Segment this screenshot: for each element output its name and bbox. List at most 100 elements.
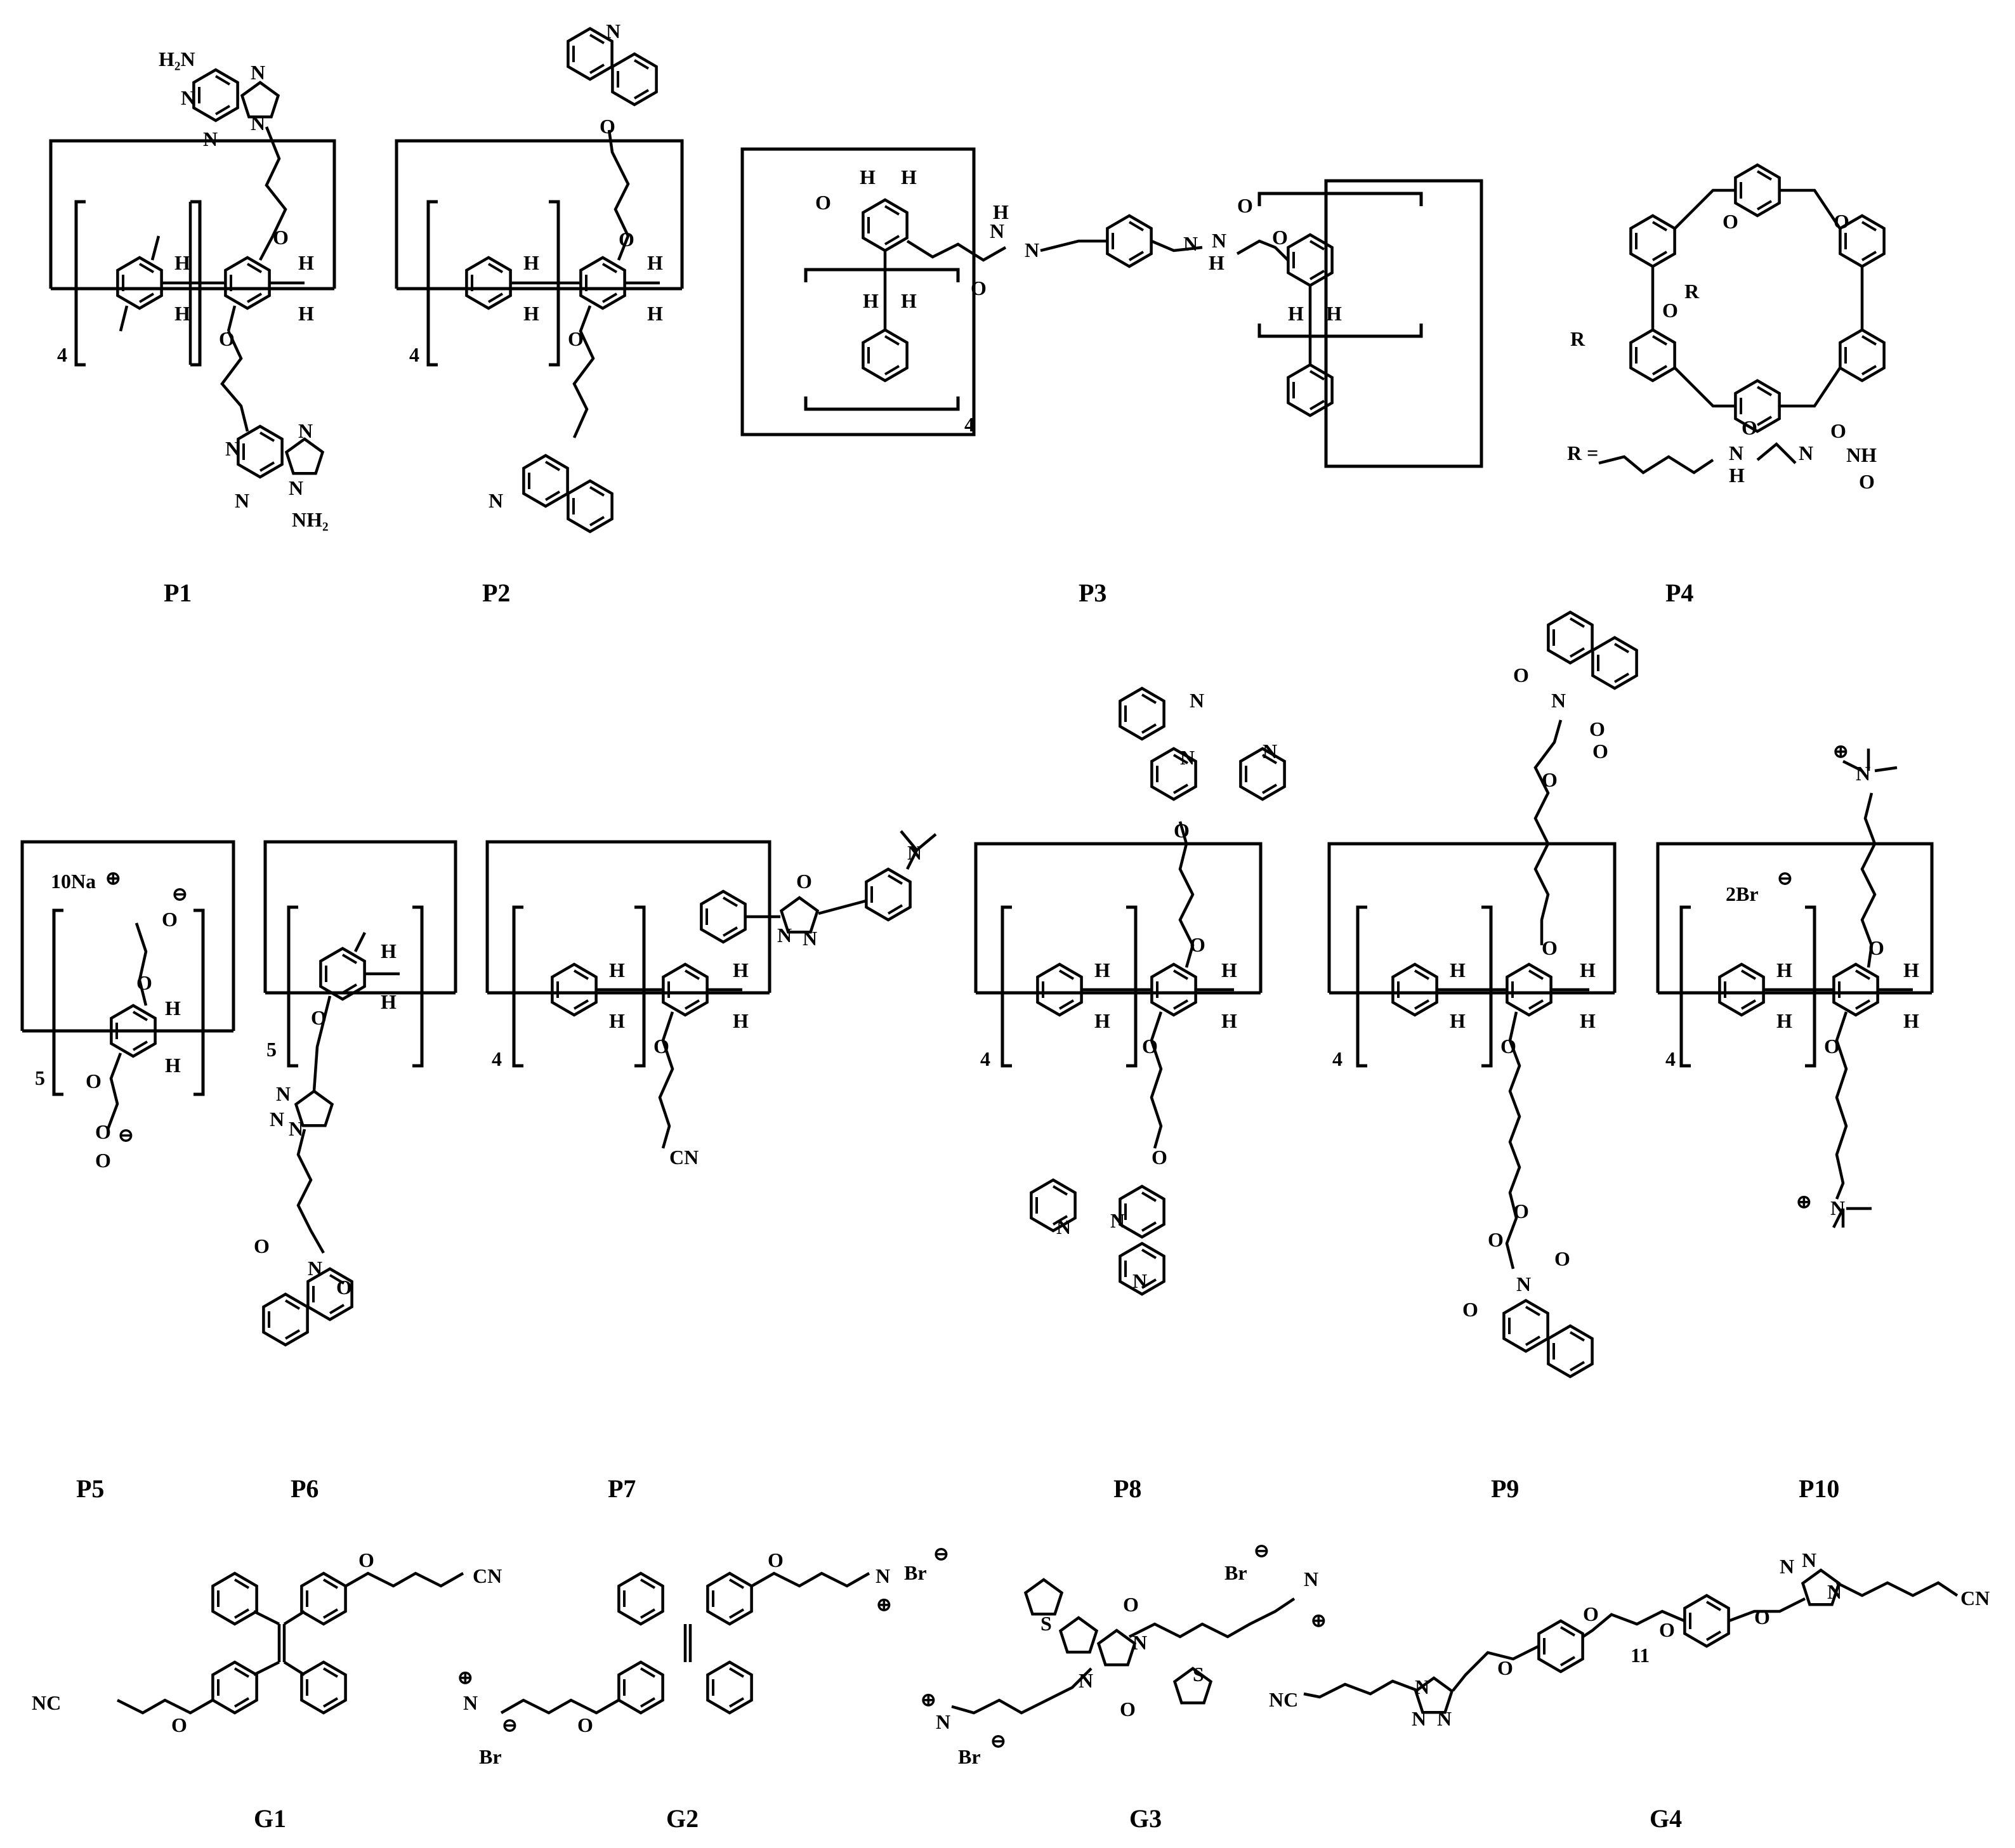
p6-atom: O (336, 1276, 352, 1299)
g4-atom: N (1780, 1555, 1794, 1578)
g3-atom: Br (1224, 1561, 1247, 1584)
p10-atom: O (1868, 936, 1884, 959)
p1-atom: N (203, 128, 218, 150)
p1-atom: N (235, 489, 249, 512)
p3-atom: H (901, 166, 917, 188)
g3-atom: O (1120, 1698, 1136, 1720)
g3-atom: S (1193, 1663, 1204, 1686)
p10-label: P10 (1799, 1474, 1839, 1503)
compound-p9: O N O O O O H H H H O O O O N O 4 P9 (1327, 612, 1637, 1503)
p9-repeat-count: 4 (1332, 1047, 1342, 1070)
g4-atom: O (1754, 1606, 1770, 1628)
p8-atom: N (1110, 1209, 1125, 1232)
g2-atom: Br (479, 1745, 502, 1768)
p7-atom: CN (669, 1146, 699, 1169)
compound-p8: N N N O O H H H H O O N N N 4 P8 (974, 688, 1285, 1503)
g2-atom: N (463, 1691, 478, 1714)
g4-atom: N (1412, 1707, 1426, 1730)
p2-atom: O (600, 115, 615, 138)
p3-atom: H (1209, 251, 1224, 274)
p8-atom: N (1263, 740, 1277, 763)
p4-atom: N (1729, 442, 1743, 464)
p6-atom: H (381, 940, 397, 962)
p1-atom: O (273, 226, 289, 249)
p4-atom: N (1799, 442, 1813, 464)
p9-atom: H (1450, 959, 1466, 981)
p3-atom: H (901, 289, 917, 312)
g4-atom: O (1497, 1656, 1513, 1679)
p3-atom: N (1212, 229, 1226, 252)
p10-atom: N (1830, 1196, 1845, 1219)
p4-atom: O (1742, 416, 1757, 439)
g3-atom: Br (958, 1745, 981, 1768)
p3-repeat-count: 4 (964, 413, 975, 436)
g3-atom: N (1304, 1568, 1318, 1590)
g2-atom: O (577, 1714, 593, 1736)
p9-atom: O (1554, 1247, 1570, 1270)
g4-atom: N (1415, 1675, 1429, 1698)
g4-atom: N (1827, 1580, 1842, 1603)
p10-atom: 2Br (1726, 882, 1759, 905)
p3-atom: H (1326, 302, 1342, 325)
p7-atom: N (803, 927, 817, 950)
p8-atom: N (1056, 1216, 1071, 1238)
p6-atom: N (289, 1117, 303, 1140)
compound-p7: N O N N H H H H O CN 4 P7 (485, 830, 937, 1503)
g4-atom: NC (1269, 1688, 1298, 1711)
g3-charge: ⊖ (990, 1729, 1007, 1752)
p9-atom: H (1450, 1009, 1466, 1032)
g3-atom: N (936, 1710, 950, 1733)
p1-amine-group: H₂N (159, 48, 195, 70)
p9-atom: O (1513, 1200, 1529, 1222)
p2-atom: H (647, 251, 663, 274)
g2-label: G2 (666, 1804, 699, 1833)
p9-atom: O (1513, 664, 1529, 686)
g2-atom: N (876, 1564, 890, 1587)
p5-repeat-count: 5 (35, 1066, 45, 1089)
p6-atom: N (270, 1108, 284, 1130)
p7-atom: O (796, 870, 812, 893)
p10-charge: ⊖ (1776, 867, 1794, 889)
p10-charge: ⊕ (1795, 1190, 1813, 1213)
p1-atom: N (289, 476, 303, 499)
p8-atom: H (1221, 1009, 1237, 1032)
p6-atom: O (254, 1235, 270, 1257)
p6-label: P6 (291, 1474, 318, 1503)
g2-atom: O (768, 1549, 784, 1571)
p6-atom: N (308, 1257, 322, 1280)
p9-atom: N (1516, 1273, 1531, 1295)
p5-atom: H (165, 1054, 181, 1077)
g3-atom: S (1040, 1612, 1052, 1635)
g3-label: G3 (1129, 1804, 1162, 1833)
p4-atom: O (1859, 470, 1875, 493)
g3-atom: N (1079, 1669, 1093, 1692)
p2-repeat-count: 4 (409, 343, 419, 366)
g4-atom: N (1437, 1707, 1452, 1730)
p9-atom: O (1589, 718, 1605, 740)
g4-atom: N (1802, 1549, 1816, 1571)
p3-atom: H (863, 289, 879, 312)
p4-atom: O (1830, 419, 1846, 442)
p10-atom: N (1856, 762, 1870, 785)
p8-atom: O (1174, 819, 1190, 842)
p4-label: P4 (1665, 579, 1693, 607)
p2-atom: N (606, 20, 620, 43)
p10-atom: H (1776, 1009, 1792, 1032)
compound-g4: N N N CN O O O 11 NC N N N O G4 (1269, 1549, 1990, 1833)
p2-atom: N (489, 489, 503, 512)
g4-atom: O (1659, 1618, 1675, 1641)
p2-label: P2 (482, 579, 510, 607)
p7-label: P7 (608, 1474, 636, 1503)
p5-atom: H (165, 997, 181, 1019)
g2-charge: ⊕ (457, 1666, 474, 1689)
p1-atom: N (251, 61, 265, 84)
p10-repeat-count: 4 (1665, 1047, 1676, 1070)
p5-charge: ⊖ (171, 882, 188, 905)
p9-atom: H (1580, 959, 1596, 981)
p5-charge: ⊕ (105, 867, 122, 889)
g2-charge: ⊖ (933, 1542, 950, 1565)
p8-atom: H (1094, 1009, 1110, 1032)
compound-p5: 10Na ⊕ ⊖ O O H H O O ⊖ O 5 P5 (20, 840, 235, 1503)
p7-atom: N (907, 841, 922, 864)
p2-atom: H (647, 302, 663, 325)
